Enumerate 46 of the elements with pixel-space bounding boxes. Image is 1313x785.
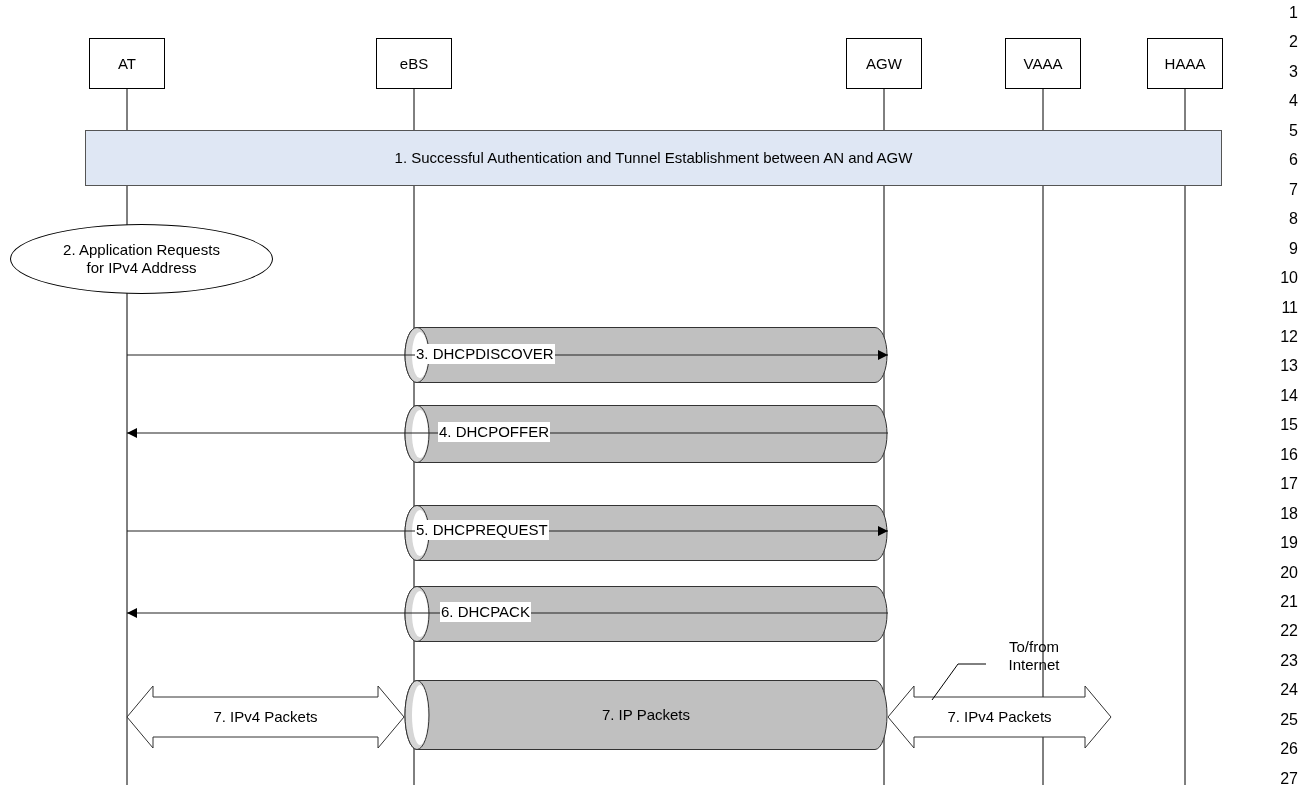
leader-line bbox=[931, 663, 987, 701]
participant-box: AT bbox=[89, 38, 165, 89]
block-arrow bbox=[887, 685, 1112, 749]
line-number: 1 bbox=[1288, 4, 1298, 22]
tunnel-label: 7. IP Packets bbox=[601, 706, 691, 724]
line-number: 14 bbox=[1279, 386, 1298, 405]
line-number: 8 bbox=[1288, 210, 1298, 229]
step-band: 1. Successful Authentication and Tunnel Establishment between AN and AGW bbox=[85, 130, 1222, 186]
line-number: 23 bbox=[1279, 651, 1298, 670]
note-text: To/from Internet bbox=[990, 638, 1078, 674]
participant-box: HAAA bbox=[1147, 38, 1223, 89]
line-number: 25 bbox=[1279, 710, 1298, 729]
participant-box: eBS bbox=[376, 38, 452, 89]
line-number: 24 bbox=[1279, 681, 1298, 700]
edge-label: 3. DHCPDISCOVER bbox=[415, 344, 555, 364]
line-number: 18 bbox=[1279, 504, 1298, 523]
note-ellipse: 2. Application Requests for IPv4 Address bbox=[10, 224, 273, 294]
line-number: 12 bbox=[1279, 327, 1298, 346]
line-number: 20 bbox=[1279, 563, 1298, 582]
line-number: 10 bbox=[1279, 269, 1298, 288]
line-number: 6 bbox=[1288, 151, 1298, 170]
line-number: 21 bbox=[1279, 593, 1298, 611]
edge-label: 6. DHCPACK bbox=[440, 602, 531, 622]
line-number: 5 bbox=[1288, 121, 1298, 140]
line-number: 9 bbox=[1288, 239, 1298, 258]
line-number: 4 bbox=[1288, 92, 1298, 111]
line-number: 27 bbox=[1279, 769, 1298, 785]
arrow-label: 7. IPv4 Packets bbox=[947, 708, 1052, 726]
block-arrow bbox=[126, 685, 405, 749]
line-number: 2 bbox=[1288, 33, 1298, 52]
arrow-label: 7. IPv4 Packets bbox=[213, 708, 318, 726]
line-number: 16 bbox=[1279, 445, 1298, 464]
participant-box: AGW bbox=[846, 38, 922, 89]
participant-box: VAAA bbox=[1005, 38, 1081, 89]
line-number: 22 bbox=[1279, 622, 1298, 641]
line-number: 17 bbox=[1279, 475, 1298, 494]
edge-label: 5. DHCPREQUEST bbox=[415, 520, 549, 540]
line-number: 19 bbox=[1279, 534, 1298, 553]
message-arrow bbox=[126, 608, 889, 618]
line-number: 15 bbox=[1279, 416, 1298, 435]
edge-label: 4. DHCPOFFER bbox=[438, 422, 550, 442]
line-number: 13 bbox=[1279, 357, 1298, 376]
line-number: 3 bbox=[1288, 62, 1298, 81]
line-number: 11 bbox=[1280, 298, 1298, 317]
line-number: 7 bbox=[1288, 180, 1298, 199]
line-number: 26 bbox=[1279, 740, 1298, 759]
